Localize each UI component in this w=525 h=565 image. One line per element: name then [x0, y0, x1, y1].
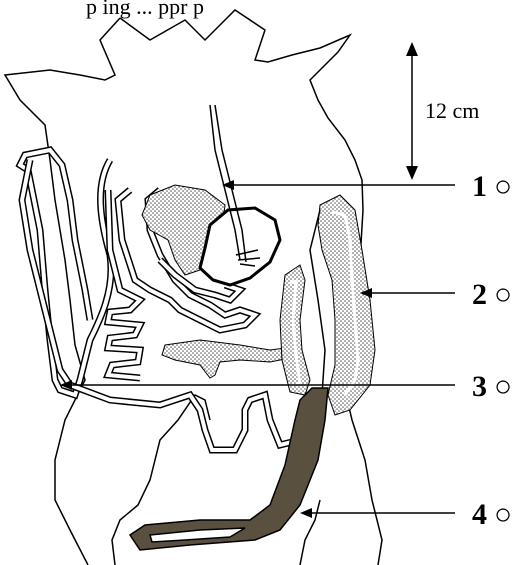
stippled-intestine-band — [162, 340, 290, 378]
label-4-option-radio[interactable]: ○ — [494, 498, 512, 531]
arrow-3 — [60, 380, 455, 390]
arrow-1 — [222, 180, 455, 190]
label-4-number: 4 — [472, 498, 487, 531]
header-fragment: p ing ... ppr p — [86, 0, 204, 19]
label-3-number: 3 — [472, 370, 487, 403]
label-1-option-radio[interactable]: ○ — [494, 170, 512, 203]
scale-bar — [406, 42, 418, 180]
scale-bar-label: 12 cm — [425, 98, 479, 123]
label-2-option-radio[interactable]: ○ — [494, 278, 512, 311]
arrow-4 — [300, 508, 455, 518]
label-3-option-radio[interactable]: ○ — [494, 370, 512, 403]
arrow-2 — [360, 288, 455, 298]
body-outline-left — [5, 18, 120, 565]
label-1-number: 1 — [472, 170, 487, 203]
label-2-number: 2 — [472, 278, 487, 311]
rectum-organ — [130, 388, 328, 550]
